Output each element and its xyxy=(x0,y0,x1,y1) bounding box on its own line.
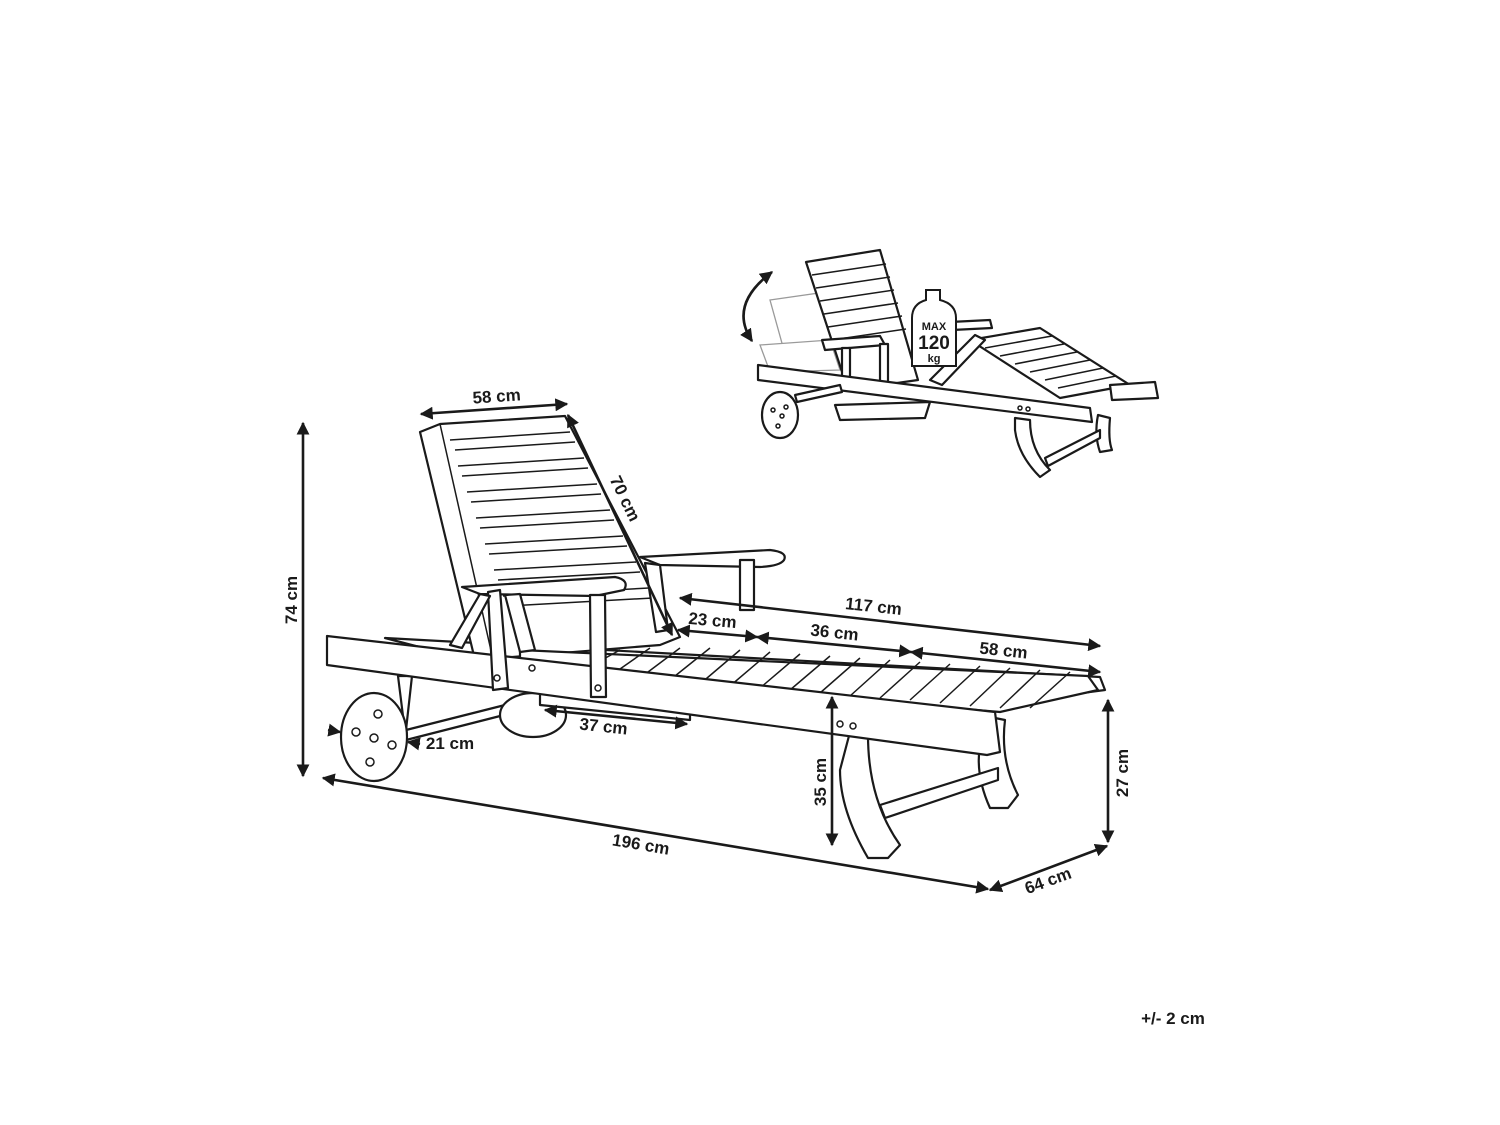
inset-back-leg xyxy=(1095,413,1114,454)
label-total-height: 74 cm xyxy=(282,576,301,624)
inset-tray xyxy=(833,400,932,422)
label-tray-width: 37 cm xyxy=(579,715,629,739)
armrest-bolt xyxy=(594,684,602,692)
inset-leg-slats xyxy=(984,335,1117,389)
inset-front-leg xyxy=(1013,416,1052,479)
armrest-bolt xyxy=(493,674,501,682)
tolerance-note: +/- 2 cm xyxy=(1141,1009,1205,1028)
main-lounger-drawing xyxy=(325,414,1107,860)
weight-badge-max: MAX xyxy=(922,321,947,333)
label-seg-b: 36 cm xyxy=(810,621,860,645)
dim-line-tray-width xyxy=(543,704,689,730)
inset-footrest xyxy=(1108,380,1160,402)
dim-line-seat-length xyxy=(678,592,1102,652)
inset-bolt xyxy=(1025,406,1031,412)
front-wheel xyxy=(339,691,409,783)
dim-line-backrest-width xyxy=(419,398,569,420)
far-armrest xyxy=(638,548,786,569)
inset-lounger-drawing: MAX 120 kg xyxy=(740,248,1160,479)
dim-line-backrest-length xyxy=(566,413,674,637)
dim-line-total-length xyxy=(321,773,990,894)
dim-line-seg-a xyxy=(676,624,759,643)
wheel-hub xyxy=(369,733,379,743)
inset-side-rail xyxy=(756,363,1094,424)
weight-limit-badge: MAX 120 kg xyxy=(911,289,957,367)
front-leg-near xyxy=(838,730,902,860)
dim-line-wheel-right xyxy=(406,737,421,751)
dim-line-seg-b xyxy=(755,631,913,658)
label-seat-length: 117 cm xyxy=(844,594,902,619)
rail-bolt xyxy=(528,664,536,672)
backrest-inner-edge xyxy=(439,423,493,656)
armrest-support xyxy=(448,592,492,650)
inset-rear-frame xyxy=(793,383,844,404)
label-seg-c: 58 cm xyxy=(979,639,1029,663)
dimension-labels: 58 cm 70 cm 74 cm 117 cm 23 cm 36 cm 58 … xyxy=(282,385,1205,1028)
inset-arm-post xyxy=(878,342,890,386)
front-leg-crossbar xyxy=(878,766,1000,820)
dim-line-wheel-left xyxy=(327,723,342,737)
weight-badge-value: 120 xyxy=(918,333,950,354)
wheel-bolt xyxy=(365,757,375,767)
label-wheel-diameter: 21 cm xyxy=(426,734,474,753)
near-armrest-rear-post xyxy=(486,588,510,692)
backrest xyxy=(418,414,682,662)
rail-bolt xyxy=(849,722,857,730)
inset-brace xyxy=(928,333,987,387)
inset-crossbar xyxy=(1043,428,1102,468)
dim-line-total-width xyxy=(988,844,1109,892)
far-armrest-post xyxy=(738,558,756,612)
inset-wheel-bolt xyxy=(770,407,776,413)
wheel-bolt xyxy=(373,709,383,719)
weight-badge-unit: kg xyxy=(928,353,941,365)
dimension-lines xyxy=(296,398,1115,894)
label-seg-a: 23 cm xyxy=(688,609,738,632)
near-armrest-front-post xyxy=(588,593,608,699)
inset-leg-rest xyxy=(968,326,1132,400)
inset-wheel-bolt xyxy=(775,423,781,429)
label-seat-height: 35 cm xyxy=(811,758,830,806)
inset-wheel-bolt xyxy=(783,404,789,410)
wheel-bolt xyxy=(351,727,361,737)
flat-backrest-ghost xyxy=(759,339,841,373)
recline-arrow-icon xyxy=(740,270,774,343)
label-backrest-width: 58 cm xyxy=(472,385,521,407)
armrest-brace xyxy=(503,592,537,654)
inset-bolt xyxy=(1017,405,1023,411)
dim-line-seg-c xyxy=(909,646,1102,678)
inset-wheel-bolt xyxy=(779,413,785,419)
label-foot-height: 27 cm xyxy=(1113,749,1132,797)
wheel-bolt xyxy=(387,740,397,750)
kettlebell-icon xyxy=(911,289,957,367)
